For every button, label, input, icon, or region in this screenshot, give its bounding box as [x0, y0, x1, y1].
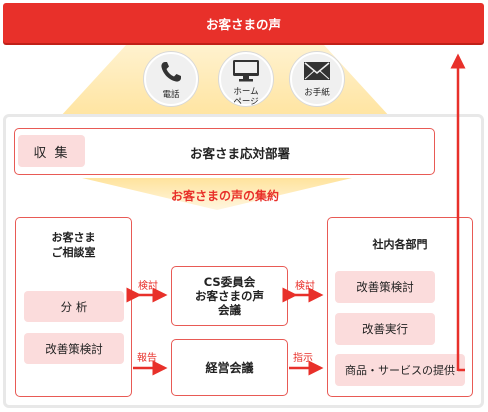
collect-tag-label: 収 集: [33, 145, 70, 161]
dept-improvement-exec-label: 改善実行: [362, 322, 408, 336]
arrow-label-cs-dept: 検討: [295, 281, 315, 292]
channel-website: ホーム ページ: [219, 52, 273, 107]
dept-improvement-study-label: 改善策検討: [356, 280, 414, 294]
consultation-title: お客さま ご相談室: [51, 231, 96, 259]
channel-label-phone: 電話: [162, 90, 180, 100]
aggregation-label: お客さまの声の集約: [170, 188, 279, 203]
dept-improvement-study: 改善策検討: [335, 271, 435, 303]
arrow-label-instruct: 指示: [293, 353, 313, 364]
analysis-label: 分 析: [60, 299, 88, 314]
channel-letter: お手紙: [290, 52, 344, 106]
dept-product-service: 商品・サービスの提供: [335, 354, 465, 386]
improvement-study-item: 改善策検討: [24, 333, 124, 364]
monitor-icon: [231, 54, 261, 87]
arrow-label-report: 報告: [137, 353, 157, 364]
improvement-study-label: 改善策検討: [45, 341, 103, 356]
dept-improvement-exec: 改善実行: [335, 313, 435, 345]
channel-label-letter: お手紙: [304, 88, 330, 98]
phone-icon: [158, 54, 184, 89]
analysis-item: 分 析: [24, 291, 124, 322]
dept-product-service-label: 商品・サービスの提供: [345, 364, 455, 377]
envelope-icon: [302, 54, 332, 87]
collect-tag: 収 集: [18, 135, 85, 167]
customer-voice-banner: お客さまの声: [3, 3, 484, 43]
channel-phone: 電話: [144, 52, 198, 106]
departments-title: 社内各部門: [372, 238, 428, 251]
reception-title: お客さま応対部署: [189, 145, 290, 161]
banner-title: お客さまの声: [205, 16, 281, 32]
management-meeting-box: 経営会議: [171, 339, 288, 396]
arrow-label-consult: 検討: [138, 281, 158, 292]
channel-label-website: ホーム ページ: [233, 87, 259, 107]
